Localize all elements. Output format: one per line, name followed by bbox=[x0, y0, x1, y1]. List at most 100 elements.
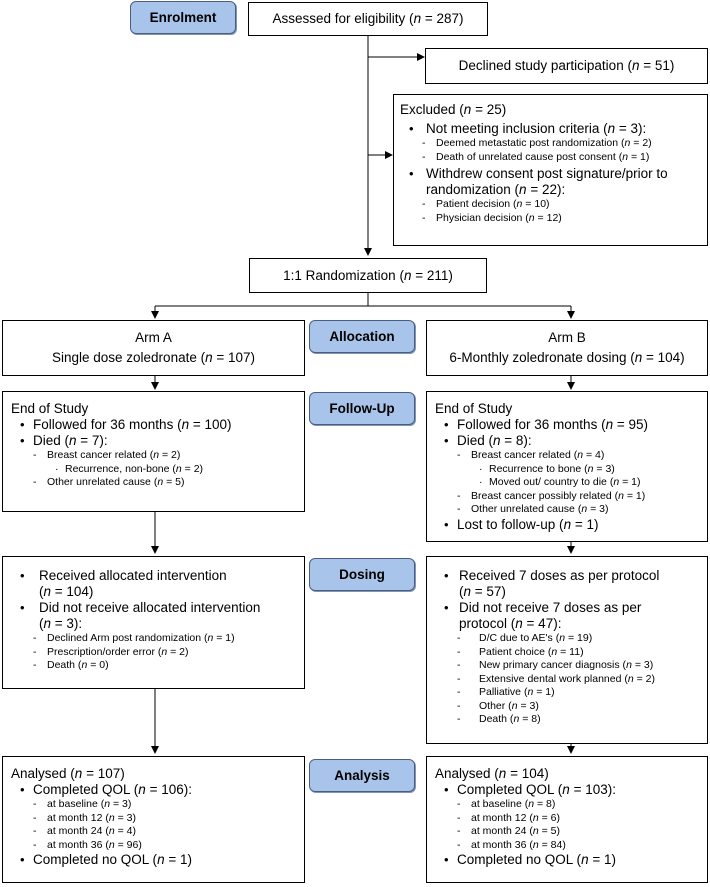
text-arm-b-follow-d3-n: n bbox=[581, 503, 588, 515]
text-randomization-n: n bbox=[403, 268, 412, 283]
text-arm-b-follow-d1-n: n bbox=[577, 449, 584, 461]
text-arm-b-follow-d1a-post: = 3) bbox=[593, 462, 615, 475]
text-arm-b-dosing-items-0-pre: D/C due to AE's ( bbox=[479, 632, 560, 644]
text-arm-b-follow-d1b-post: = 1) bbox=[619, 476, 641, 488]
text-randomization-pre: 1:1 Randomization ( bbox=[283, 268, 404, 283]
text-arm-a-subtitle-post: = 107) bbox=[212, 350, 256, 365]
text-arm-a-analysis-items-3-post: = 96) bbox=[114, 838, 142, 851]
text-arm-a-analysis-items-0-pre: at baseline ( bbox=[47, 798, 105, 810]
list-item: at month 24 (n = 4) bbox=[11, 825, 296, 839]
excluded-box: Excluded (n = 25) Not meeting inclusion … bbox=[393, 94, 708, 246]
excluded-bullet-withdrew: Withdrew consent post signature/prior to bbox=[400, 166, 701, 182]
text-arm-a-follow-followed-n: n bbox=[181, 417, 190, 432]
text-arm-a-analysis-items-2-n: n bbox=[108, 825, 115, 837]
list-item: at month 24 (n = 5) bbox=[435, 825, 699, 839]
list-item: Did not receive 7 doses as per bbox=[435, 600, 699, 616]
list-item: Followed for 36 months (n = 95) bbox=[435, 417, 699, 433]
text-arm-b-follow-lost-n: n bbox=[563, 516, 572, 532]
list-item: Breast cancer related (n = 2) bbox=[11, 449, 296, 463]
list-item: Patient decision (n = 10) bbox=[400, 198, 701, 212]
text-arm-b-subtitle-post: = 104) bbox=[642, 350, 685, 365]
list-item: Other (n = 3) bbox=[435, 700, 699, 714]
text-arm-a-analysis-items-0-post: = 3) bbox=[110, 798, 132, 810]
list-item: Declined Arm post randomization (n = 1) bbox=[11, 632, 296, 646]
text-arm-b-dosing-recv-line2-n: n bbox=[463, 584, 472, 599]
list-item: Recurrence to bone (n = 3) bbox=[435, 463, 699, 477]
list-item: protocol (n = 47): bbox=[435, 616, 699, 632]
text-arm-b-dosing-items-0-n: n bbox=[559, 632, 566, 644]
text-arm-b-dosing-items-3-post: = 2) bbox=[633, 672, 655, 685]
list-item: at month 12 (n = 3) bbox=[11, 812, 296, 826]
text-arm-a-analysis-items-1-n: n bbox=[108, 811, 115, 824]
text-arm-b-dosing-items-0-post: = 19) bbox=[565, 632, 593, 644]
text-arm-b-analysis-items-0-post: = 8) bbox=[534, 798, 556, 810]
text-arm-b-dosing-notrecv-line2-post: = 47): bbox=[522, 616, 562, 631]
text-arm-a-follow-d1a-n: n bbox=[175, 462, 182, 475]
list-item: Completed no QOL (n = 1) bbox=[11, 852, 296, 868]
stage-enrolment: Enrolment bbox=[130, 1, 236, 34]
arm-a-dosing-box: Received allocated intervention (n = 104… bbox=[2, 556, 305, 689]
text-arm-a-analysis-items-1-post: = 3) bbox=[114, 811, 137, 824]
list-item: Physician decision (n = 12) bbox=[400, 212, 701, 226]
text-arm-b-analysis-qol-n: n bbox=[562, 782, 570, 797]
text-arm-b-follow-followed-post: = 95) bbox=[613, 417, 648, 432]
list-item: Breast cancer related (n = 4) bbox=[435, 449, 699, 463]
list-item: Prescription/order error (n = 2) bbox=[11, 646, 296, 660]
text-arm-b-dosing-items-3-pre: Extensive dental work planned ( bbox=[479, 672, 628, 685]
text-arm-b-dosing-items-1-pre: Patient choice ( bbox=[479, 645, 552, 658]
text-declined-n: n bbox=[631, 58, 640, 73]
text-arm-b-analysis-title-n: n bbox=[498, 766, 507, 781]
text-arm-a-analysis-title-post: = 107) bbox=[82, 766, 125, 781]
text-arm-a-dosing-items-0-post: = 1) bbox=[213, 632, 235, 644]
text-arm-b-follow-d2-post: = 1) bbox=[623, 489, 646, 502]
randomization-box: 1:1 Randomization (n = 211) bbox=[249, 258, 487, 293]
text-arm-b-analysis-noqol-post: = 1) bbox=[588, 852, 616, 867]
text-arm-b-dosing-notrecv-line1: Did not receive 7 doses as per bbox=[459, 600, 642, 615]
list-item: at month 12 (n = 6) bbox=[435, 812, 699, 826]
text-arm-a-subtitle-n: n bbox=[205, 350, 213, 365]
text-arm-a-follow-d2-post: = 5) bbox=[163, 476, 185, 488]
text-arm-a-dosing-notrecv-line2-pre: ( bbox=[39, 616, 44, 631]
stage-allocation: Allocation bbox=[309, 320, 415, 353]
text-arm-a-analysis-qol-post: = 106): bbox=[145, 782, 192, 797]
text-excluded-b2-items-1-pre: Physician decision ( bbox=[436, 211, 529, 224]
text-excluded-b2-line2-n: n bbox=[519, 182, 527, 197]
text-arm-b-analysis-noqol-pre: Completed no QOL ( bbox=[457, 852, 582, 867]
text-arm-b-follow-d1b-pre: Moved out/ country to die ( bbox=[489, 476, 614, 488]
text-arm-b-dosing-notrecv-line2-n: n bbox=[515, 616, 523, 631]
stage-dosing: Dosing bbox=[309, 558, 415, 591]
text-arm-a-analysis-noqol-n: n bbox=[157, 852, 165, 867]
text-excluded-b1-items-1-n: n bbox=[622, 150, 629, 163]
list-item: Completed no QOL (n = 1) bbox=[435, 852, 699, 868]
text-arm-a-follow-died-post: = 7): bbox=[76, 433, 108, 448]
text-arm-b-subtitle-pre: 6-Monthly zoledronate dosing ( bbox=[449, 350, 635, 365]
text-arm-a-analysis-items-2-post: = 4) bbox=[114, 825, 137, 837]
list-item: Deemed metastatic post randomization (n … bbox=[400, 137, 701, 151]
text-arm-a-dosing-items-1-pre: Prescription/order error ( bbox=[47, 645, 162, 658]
list-item: at baseline (n = 3) bbox=[11, 798, 296, 812]
text-arm-a-analysis-items-0-n: n bbox=[104, 798, 111, 810]
text-arm-b-analysis-items-2-post: = 5) bbox=[538, 825, 561, 837]
text-arm-a-follow-followed-pre: Followed for 36 months ( bbox=[33, 417, 182, 432]
text-arm-b-analysis-qol-post: = 103): bbox=[569, 782, 616, 797]
text-arm-a-dosing-items-2-n: n bbox=[81, 659, 88, 671]
list-item: Other unrelated cause (n = 3) bbox=[435, 503, 699, 517]
list-item: Recurrence, non-bone (n = 2) bbox=[11, 463, 296, 477]
list-item: Received allocated intervention bbox=[11, 568, 296, 584]
text-arm-a-follow-d2-pre: Other unrelated cause ( bbox=[47, 476, 158, 488]
text-arm-b-dosing-items-1-n: n bbox=[551, 645, 558, 658]
list-item: (n = 104) bbox=[11, 584, 296, 600]
text-arm-a-follow-followed-post: = 100) bbox=[189, 417, 232, 432]
stage-follow-up: Follow-Up bbox=[309, 392, 415, 425]
list-item: Extensive dental work planned (n = 2) bbox=[435, 673, 699, 687]
text-arm-b-dosing-items-5-n: n bbox=[511, 699, 518, 712]
text-arm-a-follow-d1-n: n bbox=[153, 449, 160, 461]
text-arm-b-title: Arm B bbox=[548, 330, 586, 345]
list-item: Completed QOL (n = 106): bbox=[11, 782, 296, 798]
list-item: Breast cancer possibly related (n = 1) bbox=[435, 490, 699, 504]
text-excluded-b1-post: = 3): bbox=[615, 121, 647, 136]
text-randomization-post: = 211) bbox=[411, 268, 453, 283]
list-item: Died (n = 7): bbox=[11, 433, 296, 449]
text-arm-b-follow-died-n: n bbox=[493, 433, 501, 448]
text-declined-pre: Declined study participation ( bbox=[458, 58, 632, 73]
